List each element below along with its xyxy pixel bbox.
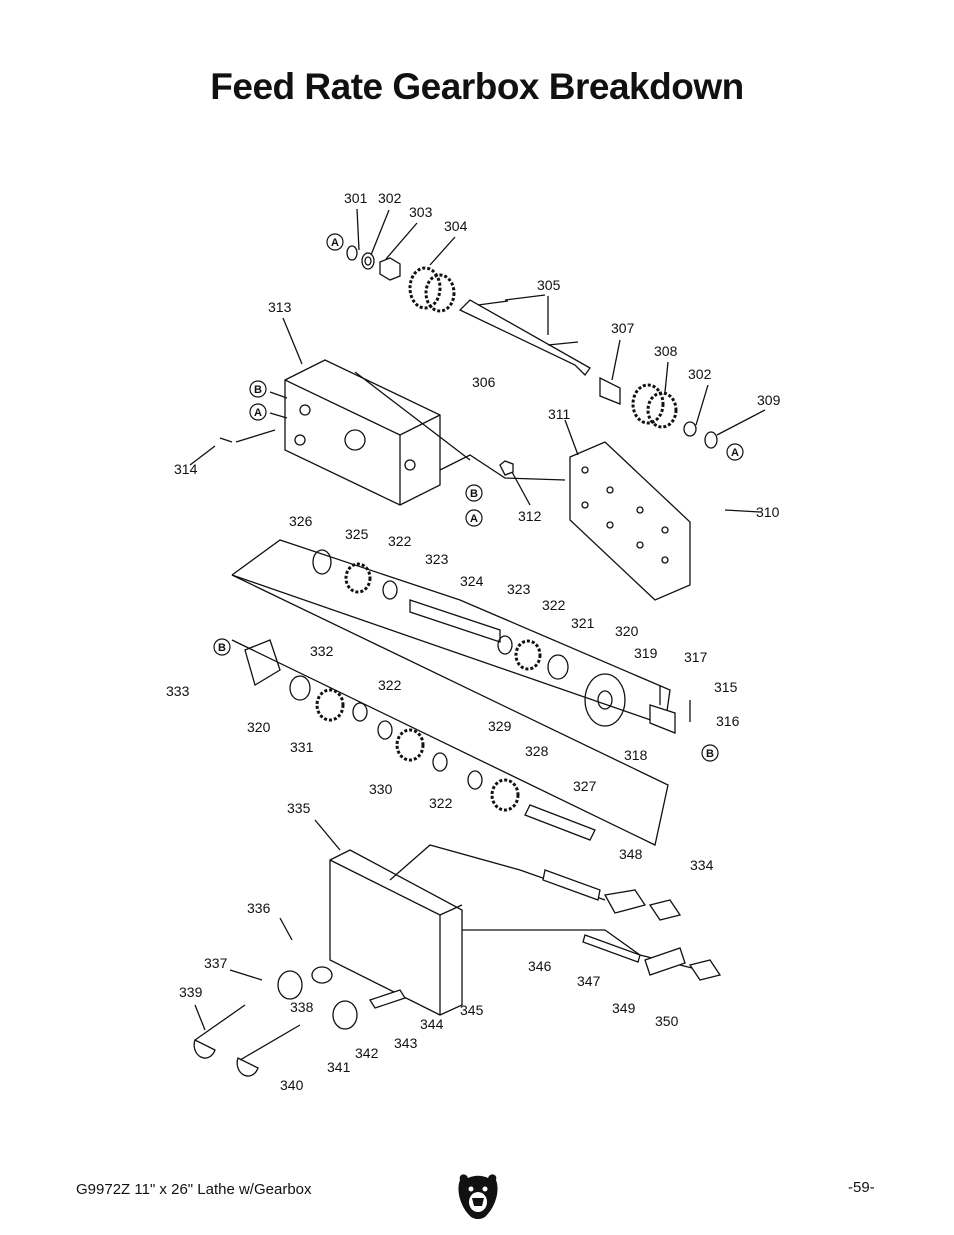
callout-label: A <box>331 237 339 249</box>
part-label: 349 <box>612 1000 636 1016</box>
part-label: 329 <box>488 718 512 734</box>
part-label: 331 <box>290 739 314 755</box>
part-label: 301 <box>344 190 368 206</box>
part-label: 327 <box>573 778 597 794</box>
part-label: 318 <box>624 747 648 763</box>
callout-label: B <box>706 748 714 760</box>
part-label: 322 <box>429 795 453 811</box>
part-label: 341 <box>327 1059 351 1075</box>
part-label: 302 <box>688 366 712 382</box>
part-labels: 301 302 303 304 305 306 307 308 302 309 … <box>166 190 781 1093</box>
part-label: 346 <box>528 958 552 974</box>
callout-label: B <box>470 488 478 500</box>
part-label: 323 <box>425 551 449 567</box>
part-label: 342 <box>355 1045 379 1061</box>
part-label: 340 <box>280 1077 304 1093</box>
grizzly-bear-logo-icon <box>458 1174 498 1219</box>
part-label: 326 <box>289 513 313 529</box>
part-label: 308 <box>654 343 678 359</box>
selector-assembly <box>193 819 722 1077</box>
part-label: 347 <box>577 973 601 989</box>
part-label: 348 <box>619 846 643 862</box>
part-label: 334 <box>690 857 714 873</box>
part-label: 343 <box>394 1035 418 1051</box>
callout-label: A <box>731 447 739 459</box>
part-label: 322 <box>378 677 402 693</box>
part-label: 309 <box>757 392 781 408</box>
part-label: 345 <box>460 1002 484 1018</box>
part-label: 314 <box>174 461 198 477</box>
callout-label: A <box>470 513 478 525</box>
part-label: 317 <box>684 649 708 665</box>
part-label: 305 <box>537 277 561 293</box>
part-label: 325 <box>345 526 369 542</box>
part-label: 339 <box>179 984 203 1000</box>
part-label: 312 <box>518 508 542 524</box>
page-title: Feed Rate Gearbox Breakdown <box>210 66 744 107</box>
part-label: 302 <box>378 190 402 206</box>
part-label: 324 <box>460 573 484 589</box>
part-label: 350 <box>655 1013 679 1029</box>
lower-gear-assembly <box>231 574 669 846</box>
part-label: 310 <box>756 504 780 520</box>
callout-label: A <box>254 407 262 419</box>
part-label: 320 <box>615 623 639 639</box>
callout-label: B <box>254 384 262 396</box>
part-label: 323 <box>507 581 531 597</box>
part-label: 316 <box>716 713 740 729</box>
part-label: 311 <box>548 406 571 422</box>
part-label: 313 <box>268 299 292 315</box>
footer-page-number: -59- <box>848 1179 875 1196</box>
side-plate <box>564 419 761 601</box>
part-label: 320 <box>247 719 271 735</box>
part-label: 307 <box>611 320 635 336</box>
upper-shaft-assembly <box>346 208 766 449</box>
part-label: 306 <box>472 374 496 390</box>
callout-label: B <box>218 642 226 654</box>
part-label: 322 <box>542 597 566 613</box>
part-label: 321 <box>571 615 595 631</box>
part-label: 336 <box>247 900 271 916</box>
gearbox-housing <box>189 317 566 506</box>
part-label: 319 <box>634 645 658 661</box>
part-label: 335 <box>287 800 311 816</box>
part-label: 328 <box>525 743 549 759</box>
part-label: 304 <box>444 218 468 234</box>
part-label: 315 <box>714 679 738 695</box>
part-label: 344 <box>420 1016 444 1032</box>
part-label: 337 <box>204 955 228 971</box>
part-label: 330 <box>369 781 393 797</box>
middle-gear-assembly <box>231 539 691 734</box>
footer-model: G9972Z 11" x 26" Lathe w/Gearbox <box>76 1181 312 1198</box>
part-label: 303 <box>409 204 433 220</box>
part-label: 332 <box>310 643 334 659</box>
part-label: 322 <box>388 533 412 549</box>
part-label: 338 <box>290 999 314 1015</box>
part-label: 333 <box>166 683 190 699</box>
